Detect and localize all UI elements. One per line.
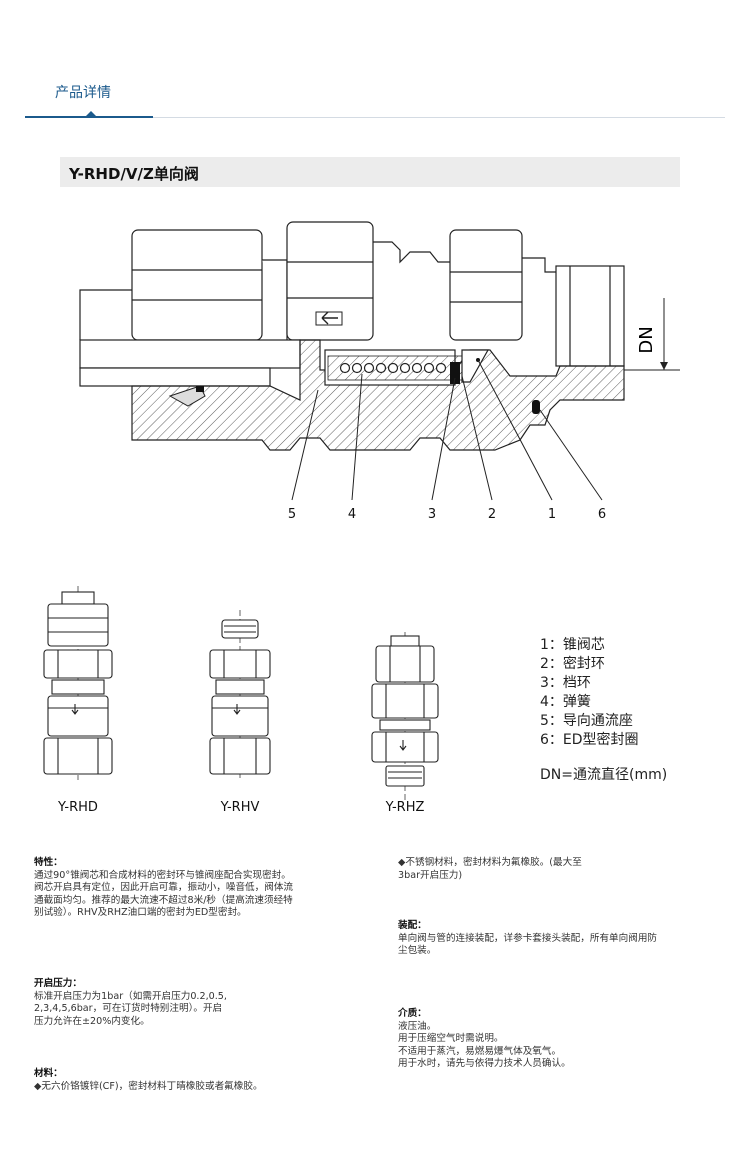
features-title: 特性： [34,857,63,868]
variant-y-rhv-drawing [209,610,271,780]
tab-divider [25,117,725,118]
legend-dn-note: DN=通流直径(mm) [540,767,668,783]
legend-item-6: 6：ED型密封圈 [540,732,639,748]
medium-block: 介质： 液压油。 用于压缩空气时需说明。 不适用于蒸汽，易燃易爆气体及氧气。 用… [398,1008,728,1071]
legend-item-1: 1：锥阀芯 [540,637,605,653]
variant-label-y-rhd: Y-RHD [57,800,98,815]
legend-item-5: 5：导向通流座 [540,713,633,729]
variant-drawings: Y-RHD Y-RHV Y-RHZ [43,586,439,815]
features-block: 特性： 通过90°锥阀芯和合成材料的密封环与锥阀座配合实现密封。 阀芯开启具有定… [34,857,374,920]
legend-item-3: 3：档环 [540,675,591,691]
callout-4: 4 [348,507,356,522]
material-body: ◆无六价铬镀锌(CF)，密封材料丁晴橡胶或者氟橡胶。 [34,1080,263,1092]
medium-body: 液压油。 用于压缩空气时需说明。 不适用于蒸汽，易燃易爆气体及氧气。 用于水时，… [398,1020,571,1070]
valve-cross-section-drawing: DN 5 4 3 2 1 6 [79,221,680,522]
legend-item-2: 2：密封环 [540,656,605,672]
assembly-block: 装配： 单向阀与管的连接装配，详参卡套接头装配，所有单向阀用防 尘包装。 [398,920,728,958]
tab-active-indicator [25,116,153,118]
variant-y-rhd-drawing [43,586,113,780]
callout-1: 1 [548,507,556,522]
parts-legend: 1：锥阀芯 2：密封环 3：档环 4：弹簧 5：导向通流座 6：ED型密封圈 D… [540,636,667,785]
medium-title: 介质： [398,1008,427,1019]
cracking-pressure-body: 标准开启压力为1bar（如需开启压力0.2,0.5, 2,3,4,5,6bar，… [34,990,227,1027]
variant-label-y-rhz: Y-RHZ [385,800,425,815]
cracking-pressure-block: 开启压力： 标准开启压力为1bar（如需开启压力0.2,0.5, 2,3,4,5… [34,978,374,1028]
stainless-body: ◆不锈钢材料，密封材料为氟橡胶。(最大至 3bar开启压力) [398,857,582,881]
callout-5: 5 [288,507,296,522]
variant-label-y-rhv: Y-RHV [220,800,260,815]
material-title: 材料： [34,1068,63,1079]
dn-dimension-label: DN [636,326,657,353]
tab-product-details[interactable]: 产品详情 [55,85,111,101]
section-title-bar: Y-RHD/V/Z单向阀 [60,157,680,187]
assembly-body: 单向阀与管的连接装配，详参卡套接头装配，所有单向阀用防 尘包装。 [398,932,658,957]
material-block: 材料： ◆无六价铬镀锌(CF)，密封材料丁晴橡胶或者氟橡胶。 [34,1068,374,1093]
tab-caret-icon [86,111,96,116]
callout-6: 6 [598,507,606,522]
variant-y-rhz-drawing [371,632,439,800]
section-title: Y-RHD/V/Z单向阀 [69,165,199,183]
stainless-block: ◆不锈钢材料，密封材料为氟橡胶。(最大至 3bar开启压力) [398,857,728,882]
callout-3: 3 [428,507,436,522]
cracking-pressure-title: 开启压力： [34,978,82,989]
callout-2: 2 [488,507,496,522]
features-body: 通过90°锥阀芯和合成材料的密封环与锥阀座配合实现密封。 阀芯开启具有定位，因此… [34,869,294,919]
assembly-title: 装配： [398,920,427,931]
legend-item-4: 4：弹簧 [540,694,591,710]
